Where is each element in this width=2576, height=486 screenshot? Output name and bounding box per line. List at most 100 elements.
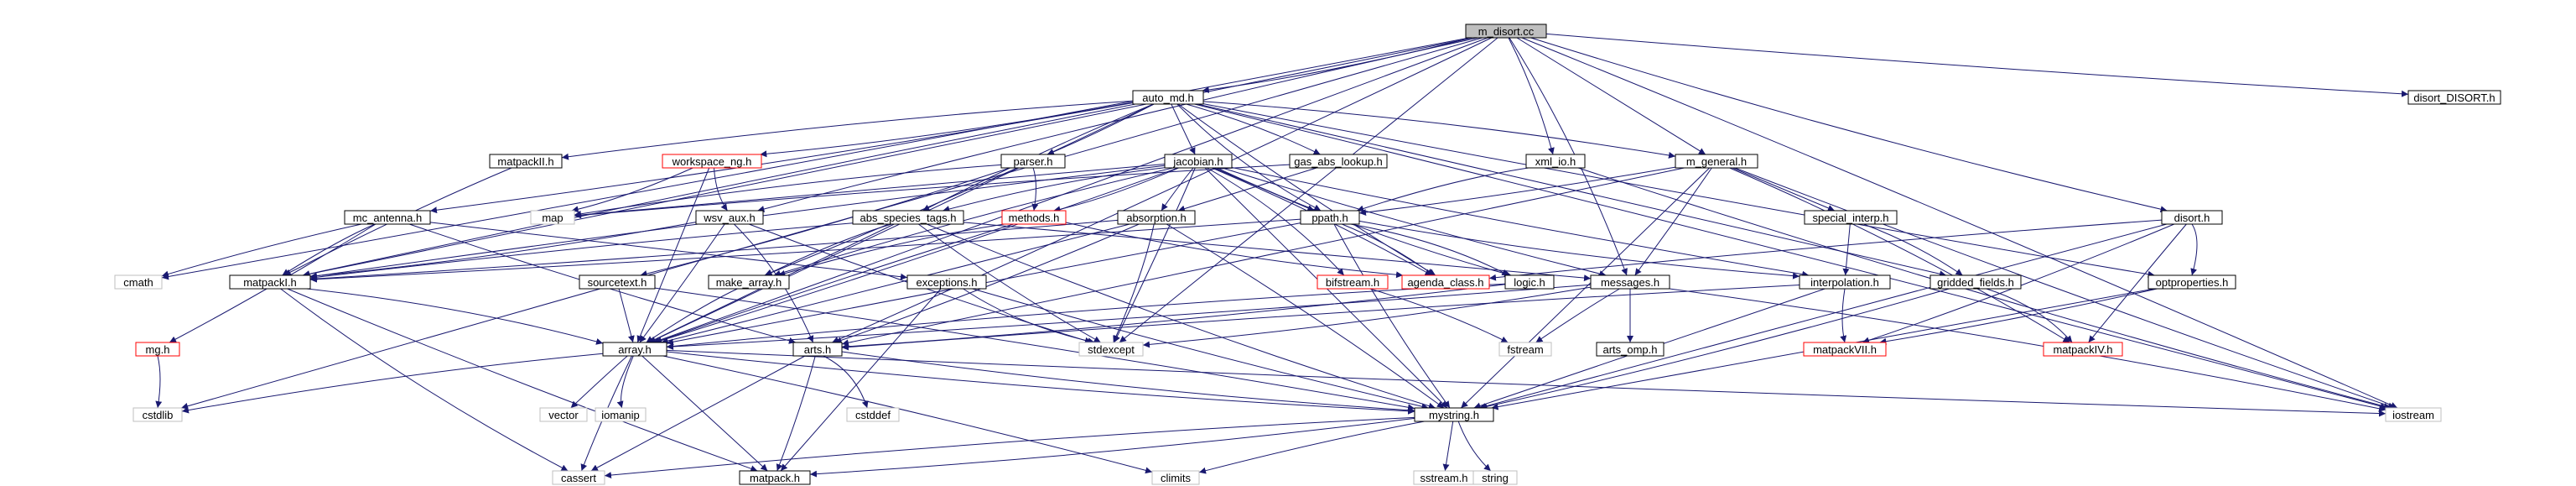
edge-auto_md-to-parser xyxy=(1046,103,1155,155)
node-abs_species_tags[interactable]: abs_species_tags.h xyxy=(852,210,964,225)
node-array[interactable]: array.h xyxy=(602,342,667,357)
node-cstdlib-box xyxy=(132,407,183,422)
node-iostream-box xyxy=(2385,407,2442,422)
node-jacobian-label: jacobian.h xyxy=(1172,155,1223,168)
edge-sourcetext-to-array xyxy=(618,288,635,343)
node-arts-box xyxy=(792,342,843,357)
node-logic[interactable]: logic.h xyxy=(1504,274,1555,290)
node-jacobian[interactable]: jacobian.h xyxy=(1164,154,1233,169)
node-mg: mg.h xyxy=(135,342,180,357)
edge-mc_antenna-to-cmath xyxy=(161,223,362,278)
node-ppath-box xyxy=(1300,210,1360,225)
node-sourcetext[interactable]: sourcetext.h xyxy=(579,274,656,290)
node-matpackIV-label: matpackIV.h xyxy=(2053,343,2112,356)
node-absorption[interactable]: absorption.h xyxy=(1117,210,1196,225)
node-auto_md-label: auto_md.h xyxy=(1142,91,1193,104)
node-methods-box xyxy=(1001,210,1067,225)
edge-disort-to-mystring xyxy=(1478,223,2168,410)
edge-jacobian-to-abs_species_tags xyxy=(943,167,1166,212)
node-matpack[interactable]: matpack.h xyxy=(739,470,811,485)
node-gridded_fields[interactable]: gridded_fields.h xyxy=(1929,274,2022,290)
node-gas_abs_lookup[interactable]: gas_abs_lookup.h xyxy=(1289,154,1388,169)
edge-array-to-cstdlib xyxy=(181,353,604,414)
node-wsv_aux[interactable]: wsv_aux.h xyxy=(695,210,764,225)
edge-wsv_aux-to-matpackI xyxy=(309,222,697,280)
node-m_general[interactable]: m_general.h xyxy=(1675,154,1758,169)
node-disort[interactable]: disort.h xyxy=(2161,210,2223,225)
node-gas_abs_lookup-label: gas_abs_lookup.h xyxy=(1294,155,1383,168)
node-matpackII[interactable]: matpackII.h xyxy=(489,154,563,169)
edge-m_general-to-ppath xyxy=(1358,166,1676,216)
edge-auto_md-to-matpackI xyxy=(302,103,1136,278)
node-bifstream-label: bifstream.h xyxy=(1326,276,1379,289)
node-arts[interactable]: arts.h xyxy=(792,342,843,357)
edge-xml_io-to-iostream xyxy=(1577,167,2392,410)
edge-absorption-to-arts xyxy=(834,223,1140,344)
node-agenda_class-box xyxy=(1401,274,1490,290)
node-optproperties[interactable]: optproperties.h xyxy=(2148,274,2236,290)
node-xml_io[interactable]: xml_io.h xyxy=(1525,154,1586,169)
node-mystring[interactable]: mystring.h xyxy=(1414,407,1494,422)
node-methods-label: methods.h xyxy=(1009,212,1060,224)
node-matpackI[interactable]: matpackI.h xyxy=(229,274,311,290)
edge-m_disort-to-m_general xyxy=(1516,37,1706,155)
edge-auto_md-to-optproperties xyxy=(1202,103,2155,278)
node-mc_antenna[interactable]: mc_antenna.h xyxy=(344,210,431,225)
edge-sourcetext-to-mystring xyxy=(654,287,1415,411)
edge-mc_antenna-to-matpackI xyxy=(282,223,376,276)
edge-m_disort-to-arts xyxy=(832,37,1492,343)
node-xml_io-box xyxy=(1525,154,1586,169)
node-disort_DISORT[interactable]: disort_DISORT.h xyxy=(2407,90,2501,105)
node-agenda_class-label: agenda_class.h xyxy=(1407,276,1483,289)
node-interpolation[interactable]: interpolation.h xyxy=(1799,274,1891,290)
node-make_array-label: make_array.h xyxy=(716,276,782,289)
edge-xml_io-to-ppath xyxy=(1356,167,1529,212)
edge-gas_abs_lookup-to-map xyxy=(574,164,1291,219)
edge-auto_md-to-iostream xyxy=(1194,103,2387,410)
node-map-label: map xyxy=(542,212,563,224)
edge-auto_md-to-workspace_ng xyxy=(760,102,1134,158)
edge-m_disort-to-auto_md xyxy=(1202,37,1472,93)
node-m_disort[interactable]: m_disort.cc xyxy=(1465,24,1547,39)
node-special_interp-box xyxy=(1804,210,1898,225)
node-make_array[interactable]: make_array.h xyxy=(708,274,790,290)
edge-exceptions-to-matpack xyxy=(780,288,942,472)
edge-mystring-to-cassert xyxy=(604,416,1415,479)
node-cmath-box xyxy=(114,274,163,290)
edge-abs_species_tags-to-make_array xyxy=(765,223,892,276)
node-interpolation-label: interpolation.h xyxy=(1810,276,1879,289)
edge-jacobian-to-make_array xyxy=(773,167,1174,277)
node-special_interp-label: special_interp.h xyxy=(1812,212,1888,224)
edge-matpackI-to-cassert xyxy=(280,288,569,472)
edge-m_disort-to-messages xyxy=(1509,37,1628,276)
node-gridded_fields-box xyxy=(1929,274,2022,290)
node-exceptions[interactable]: exceptions.h xyxy=(906,274,987,290)
node-iostream: iostream xyxy=(2385,407,2442,422)
edge-exceptions-to-stdexcept xyxy=(963,288,1095,345)
node-messages[interactable]: messages.h xyxy=(1590,274,1670,290)
edge-workspace_ng-to-map xyxy=(571,167,693,213)
edge-m_disort-to-iostream xyxy=(1521,37,2398,409)
node-special_interp[interactable]: special_interp.h xyxy=(1804,210,1898,225)
node-parser[interactable]: parser.h xyxy=(1000,154,1066,169)
node-wsv_aux-label: wsv_aux.h xyxy=(703,212,755,224)
edge-m_disort-to-xml_io xyxy=(1508,37,1555,155)
node-auto_md[interactable]: auto_md.h xyxy=(1132,90,1204,105)
node-vector: vector xyxy=(539,407,588,422)
edge-m_disort-to-disort_DISORT xyxy=(1545,33,2409,97)
edge-m_general-to-mystring xyxy=(1460,167,1711,409)
node-ppath[interactable]: ppath.h xyxy=(1300,210,1360,225)
edge-auto_md-to-m_general xyxy=(1202,101,1676,159)
node-cstdlib: cstdlib xyxy=(132,407,183,422)
node-cstddef-label: cstddef xyxy=(855,409,891,421)
edge-parser-to-methods xyxy=(1031,167,1039,212)
edge-mc_antenna-to-exceptions xyxy=(429,222,908,280)
edge-messages-to-stdexcept xyxy=(1142,286,1592,348)
node-matpackII-label: matpackII.h xyxy=(497,155,553,168)
node-abs_species_tags-label: abs_species_tags.h xyxy=(860,212,957,224)
node-ppath-label: ppath.h xyxy=(1311,212,1348,224)
node-m_general-label: m_general.h xyxy=(1686,155,1747,168)
node-arts_omp[interactable]: arts_omp.h xyxy=(1596,342,1665,357)
node-m_disort-label: m_disort.cc xyxy=(1478,25,1535,38)
node-matpackI-label: matpackI.h xyxy=(243,276,297,289)
